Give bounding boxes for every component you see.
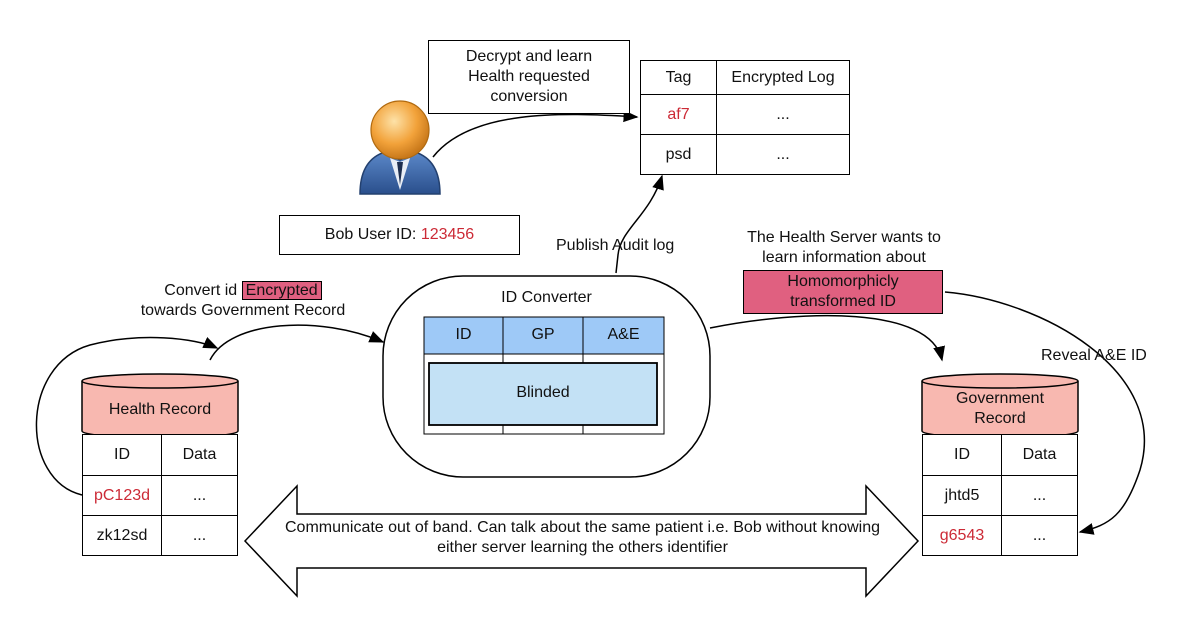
gov-row-data: ... (1001, 475, 1078, 516)
homomorphic-text: Homomorphicly transformed ID (787, 273, 899, 310)
government-record-cylinder (921, 373, 1079, 439)
audit-log-table: Tag Encrypted Log af7 ... psd ... (640, 60, 850, 175)
gov-row-data: ... (1001, 515, 1078, 556)
bob-id-box: Bob User ID: 123456 (279, 215, 520, 255)
arrow-to-converter (209, 324, 385, 361)
health-header-id: ID (82, 434, 162, 476)
bob-id-label: Bob User ID: (324, 226, 421, 243)
arrow-to-government (709, 314, 945, 362)
audit-header-log: Encrypted Log (716, 60, 850, 95)
blinded-label: Blinded (516, 384, 570, 401)
converter-col-id: ID (455, 326, 472, 343)
bob-id-value: 123456 (420, 226, 475, 243)
out-of-band-text: Communicate out of band. Can talk about … (284, 519, 881, 556)
out-of-band-arrow (243, 484, 920, 598)
gov-header-id: ID (922, 434, 1002, 476)
convert-label-1: Convert id (164, 282, 238, 299)
publish-audit-label: Publish Audit log (556, 237, 675, 254)
gov-row-id: g6543 (922, 515, 1002, 556)
arrow-publish-audit (615, 174, 664, 274)
decrypt-box: Decrypt and learn Health requested conve… (428, 40, 630, 114)
audit-row-tag: psd (640, 134, 717, 175)
reveal-label: Reveal A&E ID (1041, 347, 1147, 364)
decrypt-box-text: Decrypt and learn Health requested conve… (465, 48, 593, 105)
gov-row-id: jhtd5 (922, 475, 1002, 516)
id-converter-title: ID Converter (501, 289, 592, 306)
health-record-table: ID Data pC123d ... zk12sd ... (82, 434, 238, 556)
converter-grid (423, 316, 665, 435)
audit-row-tag: af7 (640, 94, 717, 135)
convert-id-label: Convert id Encrypted towards Government … (126, 281, 360, 321)
health-header-data: Data (161, 434, 238, 476)
arrow-health-loop (35, 336, 219, 496)
health-row-id: zk12sd (82, 515, 162, 556)
gov-header-data: Data (1001, 434, 1078, 476)
user-icon (359, 100, 441, 195)
arrow-bob-to-audit (432, 110, 639, 158)
health-row-data: ... (161, 475, 238, 516)
convert-label-2: towards Government Record (140, 302, 346, 319)
health-row-data: ... (161, 515, 238, 556)
audit-header-tag: Tag (640, 60, 717, 95)
health-server-text: The Health Server wants to learn informa… (747, 229, 941, 266)
converter-col-gp: GP (531, 326, 555, 343)
government-record-table: ID Data jhtd5 ... g6543 ... (922, 434, 1078, 556)
audit-row-log: ... (716, 94, 850, 135)
health-record-title: Health Record (108, 401, 212, 418)
health-row-id: pC123d (82, 475, 162, 516)
encrypted-highlight: Encrypted (241, 281, 322, 300)
converter-col-ae: A&E (607, 326, 640, 343)
homomorphic-box: Homomorphicly transformed ID (743, 270, 943, 314)
health-record-cylinder (81, 373, 239, 439)
audit-row-log: ... (716, 134, 850, 175)
government-record-title: Government Record (955, 390, 1045, 427)
arrow-reveal (944, 291, 1146, 535)
